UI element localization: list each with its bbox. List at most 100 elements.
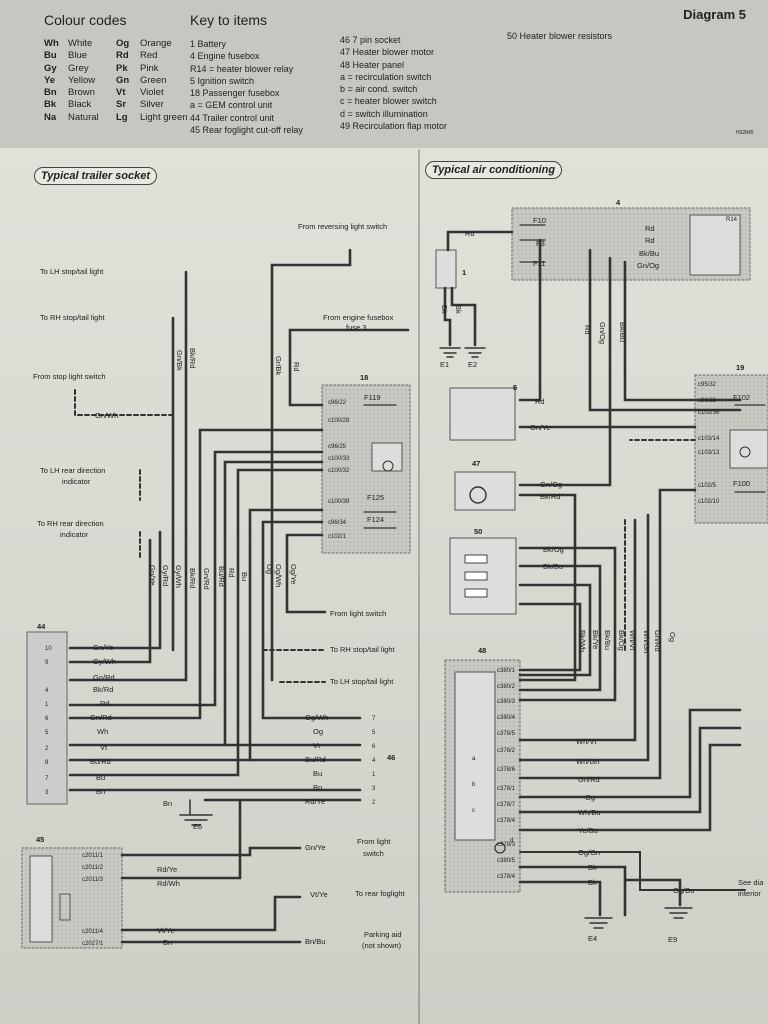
socket-wire: Bn bbox=[313, 783, 322, 792]
vwire-label: Gn/Bk bbox=[175, 350, 184, 371]
wire-bkbu-19 bbox=[623, 260, 742, 402]
socket-wire: Bu/Rd bbox=[305, 755, 326, 764]
vwire-label: Og bbox=[265, 564, 274, 574]
wire-whbu bbox=[518, 726, 742, 814]
relay-wire: Vt/Ye bbox=[157, 926, 175, 935]
vwire-label: Bk/Og bbox=[617, 630, 626, 651]
socket-wire: Bu bbox=[313, 769, 322, 778]
pin-18: c100/33 bbox=[328, 456, 350, 462]
vwire-label: Bk/Rd bbox=[188, 568, 197, 588]
wire-bu bbox=[223, 460, 324, 747]
vwire-label: Bu bbox=[240, 572, 249, 581]
vwire-label: Bk/Bu bbox=[603, 630, 612, 650]
diagram-id: H32845 bbox=[736, 130, 754, 136]
wire-label: Bk/Rd bbox=[540, 492, 560, 501]
wire-label: Bk bbox=[588, 863, 597, 872]
label-rh-dir-1: To RH rear direction bbox=[37, 519, 104, 528]
pin-18: c96/25 bbox=[328, 444, 347, 450]
fuse-links-4 bbox=[519, 224, 546, 263]
socket-pin: 4 bbox=[372, 758, 376, 764]
label-to-lh-stop: To LH stop/tail light bbox=[330, 677, 394, 686]
label-engine-fuse-2: fuse 3 bbox=[346, 323, 366, 332]
vwire-label: Bk/Ye bbox=[591, 630, 600, 649]
key-column-1: 1 Battery 4 Engine fusebox R14 = heater … bbox=[190, 39, 303, 136]
trailer-wire: Rd bbox=[100, 699, 110, 708]
resistor-3 bbox=[464, 588, 488, 598]
ref-4: 4 bbox=[616, 198, 621, 207]
wire-stop-switch bbox=[74, 389, 176, 416]
socket-pin: 5 bbox=[372, 730, 376, 736]
socket-pin: 7 bbox=[372, 716, 376, 722]
ground-label-e4: E4 bbox=[588, 934, 597, 943]
fuse-links-18 bbox=[363, 404, 397, 529]
ref-44: 44 bbox=[37, 622, 46, 631]
pin-45: c2011/3 bbox=[82, 877, 104, 883]
section-title-trailer-socket: Typical trailer socket bbox=[34, 167, 158, 185]
heater-panel-body bbox=[454, 671, 496, 841]
trailer-wire: Bn bbox=[96, 787, 105, 796]
wire-label: Bk bbox=[588, 878, 597, 887]
socket-pin: 2 bbox=[372, 800, 376, 806]
ref-45: 45 bbox=[36, 835, 44, 844]
pin-18: c100/32 bbox=[328, 468, 350, 474]
vwire-label: Gy/Rd bbox=[161, 565, 170, 586]
ground-e2 bbox=[464, 347, 486, 358]
wire-rd-19 bbox=[588, 248, 742, 412]
socket-wire: Vt bbox=[313, 741, 321, 750]
pin-19: c103/13 bbox=[698, 450, 720, 456]
diagram-title: Diagram 5 bbox=[683, 7, 746, 22]
trailer-pin: 8 bbox=[45, 760, 49, 766]
vwire-label: Rd bbox=[292, 362, 301, 372]
ground-e4 bbox=[584, 917, 613, 929]
panel-switch-a: a bbox=[472, 756, 476, 762]
label-parking-2: (not shown) bbox=[362, 941, 402, 950]
relay-r14-label: R14 bbox=[726, 217, 738, 223]
wire-burd bbox=[248, 508, 324, 762]
wire-rd-ignition bbox=[518, 238, 542, 402]
wire-og bbox=[518, 708, 742, 799]
wire-label: Rd bbox=[535, 397, 545, 406]
wire-ogbu bbox=[519, 851, 746, 891]
fuse-f124: F124 bbox=[367, 515, 384, 524]
colour-codes-title: Colour codes bbox=[44, 12, 127, 28]
trailer-pin: 9 bbox=[45, 660, 49, 666]
wire-gywh bbox=[68, 538, 152, 664]
trailer-pin: 7 bbox=[45, 776, 49, 782]
wire-label: Bk/Og bbox=[543, 545, 564, 554]
ground-e1 bbox=[439, 347, 461, 358]
key-column-2: 46 7 pin socket 47 Heater blower motor 4… bbox=[340, 35, 448, 132]
wire-label: Gn/Og bbox=[540, 480, 562, 489]
wire-bkbu-50 bbox=[518, 564, 602, 692]
trailer-pin: 4 bbox=[45, 688, 49, 694]
wire-reversing-feed bbox=[270, 248, 352, 682]
trailer-control-unit-44 bbox=[26, 631, 68, 805]
vwire-label: Og/Ye bbox=[289, 564, 298, 585]
wire-label: Bk/Bu bbox=[639, 249, 659, 258]
pin-19: c95/32 bbox=[698, 382, 717, 388]
resistor-2 bbox=[464, 571, 488, 581]
pin-48: c380/3 bbox=[497, 699, 516, 705]
pin-45: c2027/1 bbox=[82, 941, 104, 947]
battery-1 bbox=[435, 249, 457, 289]
socket-wire: Og bbox=[313, 727, 323, 736]
illumination-lamp-icon bbox=[494, 842, 506, 854]
trailer-wire: Bk/Rd bbox=[93, 685, 113, 694]
wire-label: Gn/Og bbox=[637, 261, 659, 270]
pin-48: c378/6 bbox=[497, 767, 516, 773]
key-column-3: 50 Heater blower resistors bbox=[507, 31, 613, 41]
fuse-f125: F125 bbox=[367, 493, 384, 502]
socket-pin: 3 bbox=[372, 786, 376, 792]
wire-label: Og/Bu bbox=[673, 886, 694, 895]
wire-label: Og bbox=[585, 793, 595, 802]
trailer-wire: Vt bbox=[100, 743, 108, 752]
pin-48: c378/4 bbox=[497, 818, 516, 824]
fuse-f3: F3 bbox=[536, 239, 545, 248]
pin-19: c96/22 bbox=[698, 398, 717, 404]
trailer-wire: Gn/Rd bbox=[93, 673, 115, 682]
wire-label: Bn bbox=[163, 799, 172, 808]
relay-45-body bbox=[29, 855, 53, 943]
wire-label: Bn/Bu bbox=[305, 937, 325, 946]
